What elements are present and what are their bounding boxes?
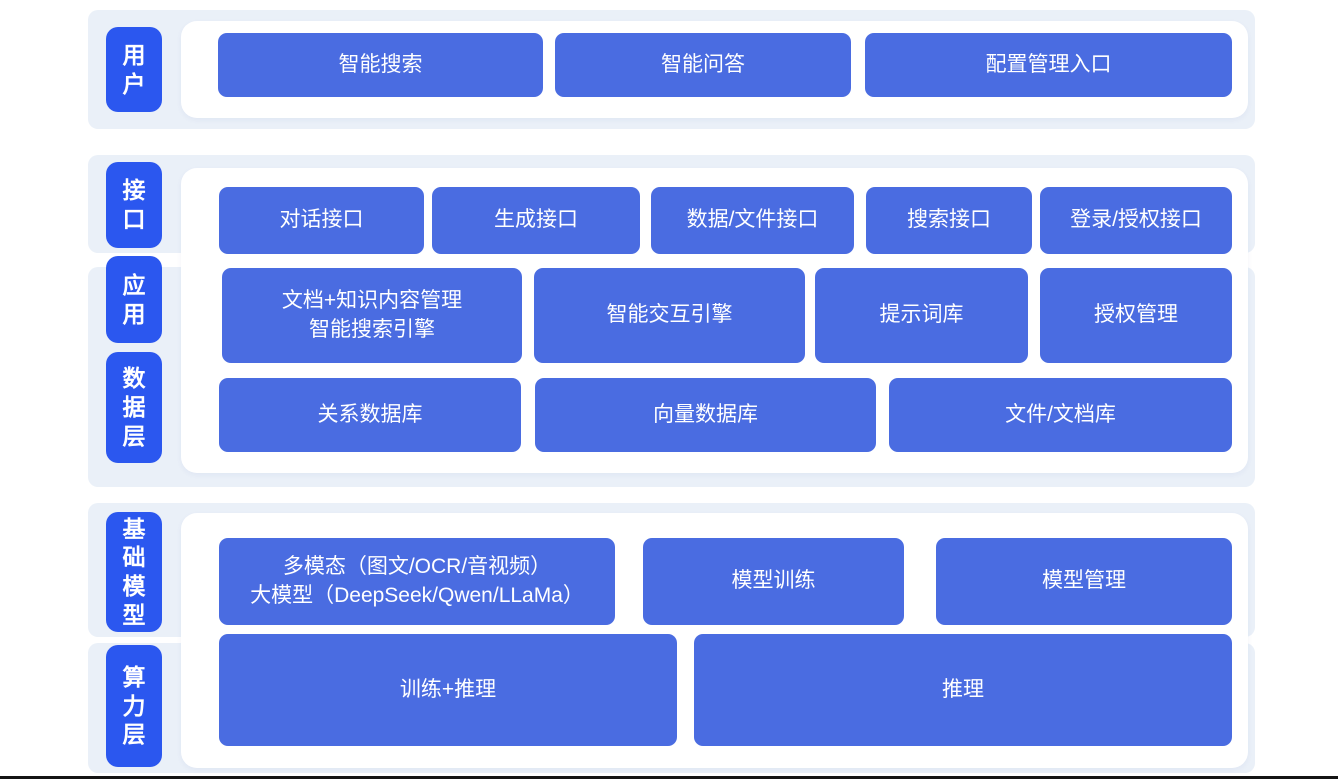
- doc-engine-line1: 文档+知识内容管理: [281, 289, 463, 313]
- model-training-block: 模型训练: [643, 538, 904, 625]
- generate-api-block: 生成接口: [432, 187, 640, 254]
- doc-knowledge-search-engine-block: 文档+知识内容管理 智能搜索引擎: [222, 268, 522, 363]
- vector-db-block: 向量数据库: [535, 378, 876, 452]
- config-entry-block: 配置管理入口: [865, 33, 1232, 97]
- multimodal-llm-block: 多模态（图文/OCR/音视频） 大模型（DeepSeek/Qwen/LLaMa）: [219, 538, 615, 625]
- interface-layer-label: 接口: [106, 162, 162, 248]
- train-infer-block: 训练+推理: [219, 634, 677, 746]
- file-doc-store-block: 文件/文档库: [889, 378, 1232, 452]
- multimodal-line1: 多模态（图文/OCR/音视频）: [282, 555, 552, 579]
- relational-db-block: 关系数据库: [219, 378, 521, 452]
- smart-qa-block: 智能问答: [555, 33, 851, 97]
- user-layer-label: 用户: [106, 27, 162, 112]
- infer-block: 推理: [694, 634, 1232, 746]
- data-file-api-block: 数据/文件接口: [651, 187, 854, 254]
- data-layer-label: 数据层: [106, 352, 162, 463]
- prompt-library-block: 提示词库: [815, 268, 1028, 363]
- doc-engine-line2: 智能搜索引擎: [309, 317, 435, 341]
- bottom-divider-line: [0, 776, 1338, 779]
- search-api-block: 搜索接口: [866, 187, 1032, 254]
- login-auth-api-block: 登录/授权接口: [1040, 187, 1232, 254]
- multimodal-line2: 大模型（DeepSeek/Qwen/LLaMa）: [250, 583, 584, 607]
- interaction-engine-block: 智能交互引擎: [534, 268, 805, 363]
- dialog-api-block: 对话接口: [219, 187, 424, 254]
- model-mgmt-block: 模型管理: [936, 538, 1232, 625]
- compute-layer-label: 算力层: [106, 645, 162, 767]
- smart-search-block: 智能搜索: [218, 33, 543, 97]
- application-layer-label: 应用: [106, 256, 162, 343]
- foundation-model-label: 基础模型: [106, 512, 162, 632]
- auth-mgmt-block: 授权管理: [1040, 268, 1232, 363]
